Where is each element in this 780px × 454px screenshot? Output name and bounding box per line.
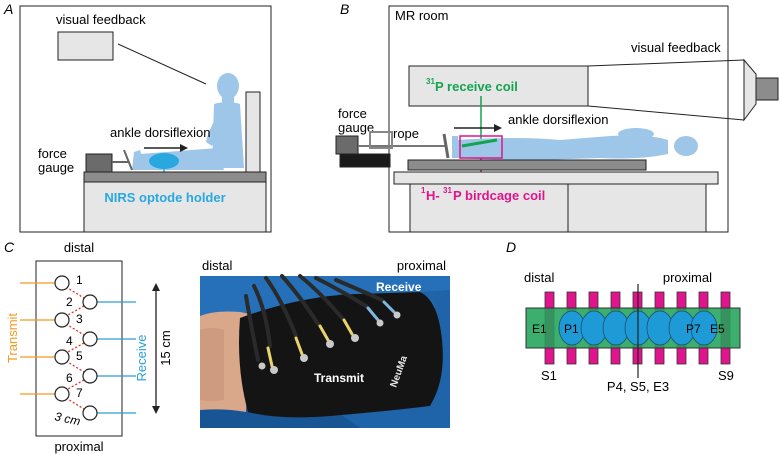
panel-c-transmit-optode <box>54 275 70 291</box>
panel-b-beam-bottom <box>587 105 745 121</box>
panel-d-p7-label: P7 <box>686 322 701 336</box>
panel-b-beam-top <box>587 59 745 67</box>
panel-a-gauge-label: gauge <box>38 160 74 175</box>
panel-c-photo-distal: distal <box>202 258 232 273</box>
panel-b-letter: B <box>340 1 349 17</box>
panel-c-photo <box>200 274 450 428</box>
panel-a-visual-feedback-label: visual feedback <box>56 12 146 27</box>
panel-c-channel-numbers: 1 2 3 4 5 6 7 <box>66 273 83 400</box>
panel-c-spacing-label: 3 cm <box>53 409 81 428</box>
panel-a-force-label: force <box>38 146 67 161</box>
panel-d-s1-label: S1 <box>541 368 557 383</box>
panel-b-receive-sup: 31 <box>426 77 435 86</box>
panel-c-holder <box>35 260 123 437</box>
panel-d-distal-label: distal <box>524 270 554 285</box>
panel-c-receive-optode <box>82 294 98 310</box>
panel-d: D distal proximal E1 P1 <box>506 239 741 394</box>
panel-a-table-base <box>83 181 267 233</box>
panel-a-ankle-label: ankle dorsiflexion <box>110 125 210 140</box>
panel-d-e5-label: E5 <box>710 322 725 336</box>
panel-a-screen <box>57 31 114 61</box>
panel-c: C distal proximal <box>4 239 450 454</box>
panel-b-visual-feedback-label: visual feedback <box>631 40 721 55</box>
panel-d-e1-label: E1 <box>532 322 547 336</box>
panel-d-oval <box>690 310 718 346</box>
panel-c-transmit-optode <box>54 386 70 402</box>
panel-b-receive-label: P receive coil <box>435 79 518 94</box>
panel-b-force-label: force <box>338 106 367 121</box>
panel-c-channel-number: 3 <box>76 312 83 326</box>
panel-c-transmit-lines <box>20 282 56 395</box>
panel-c-receive-optode <box>82 368 98 384</box>
panel-b-birdcage-sup1: 1 <box>421 186 426 195</box>
panel-b-bed-top <box>407 159 647 171</box>
panel-a-force-gauge <box>85 153 113 173</box>
panel-d-proximal-label: proximal <box>663 270 712 285</box>
panel-a-pedal <box>112 149 133 171</box>
panel-b-ankle-label: ankle dorsiflexion <box>508 112 608 127</box>
panel-b-projector-lens <box>743 58 757 122</box>
panel-b-force-gauge <box>335 135 359 155</box>
panel-b-scanner-right <box>567 183 707 233</box>
panel-b-projector <box>755 77 779 101</box>
panel-b-gauge-stand <box>339 153 391 168</box>
panel-c-length-label: 15 cm <box>158 330 173 365</box>
panel-c-receive-label: Receive <box>134 335 149 382</box>
panel-b-person <box>452 128 698 160</box>
panel-a-view-line <box>117 43 207 85</box>
panel-b-birdcage-sup2: 31 <box>443 186 452 195</box>
panel-c-channel-number: 7 <box>76 386 83 400</box>
panel-c-distal-label: distal <box>64 240 94 255</box>
panel-a-person <box>132 73 244 170</box>
panel-c-proximal-label: proximal <box>54 439 103 454</box>
panel-c-channel-number: 1 <box>76 273 83 287</box>
panel-c-channel-number: 4 <box>66 334 73 348</box>
panel-b-receive-coil <box>461 138 498 148</box>
panel-b-screen <box>408 65 589 107</box>
panel-c-transmit-optode <box>54 312 70 328</box>
panel-a: A visual feedback ankle dorsiflexion for… <box>3 1 272 233</box>
panel-c-photo-proximal: proximal <box>397 258 446 273</box>
panel-b: B MR room visual feedback 31 P receive c… <box>335 1 779 233</box>
panel-a-chair-back <box>245 91 261 175</box>
panel-c-channel-number: 6 <box>66 371 73 385</box>
panel-c-transmit-optode <box>54 349 70 365</box>
panel-b-pedal <box>442 133 450 159</box>
panel-b-birdcage-label: P birdcage coil <box>453 188 545 203</box>
panel-d-center-label: P4, S5, E3 <box>607 379 669 394</box>
panel-c-channel-lines <box>65 286 85 410</box>
panel-a-nirs-label: NIRS optode holder <box>104 190 225 205</box>
panel-d-s9-label: S9 <box>718 368 734 383</box>
panel-d-p1-label: P1 <box>564 322 579 336</box>
panel-b-bed-rail <box>393 171 719 185</box>
panel-c-receive-optode <box>82 405 98 421</box>
panel-c-receive-lines <box>96 301 136 414</box>
panel-c-photo-receive: Receive <box>376 280 422 294</box>
panel-b-gauge-label: gauge <box>338 120 374 135</box>
panel-b-birdcage-mid: H- <box>426 188 440 203</box>
panel-c-photo-transmit: Transmit <box>314 371 364 385</box>
panel-b-scanner-left <box>409 183 569 233</box>
panel-c-letter: C <box>4 239 15 255</box>
panel-c-channel-number: 2 <box>66 295 73 309</box>
panel-d-letter: D <box>506 239 516 255</box>
panel-c-channel-number: 5 <box>76 349 83 363</box>
panel-a-table-top <box>83 171 267 183</box>
panel-b-pulley <box>369 131 393 149</box>
panel-c-transmit-label: Transmit <box>5 313 20 363</box>
panel-b-mr-room-label: MR room <box>395 8 448 23</box>
panel-b-rope-label: rope <box>393 126 419 141</box>
panel-a-letter: A <box>3 1 13 17</box>
panel-c-optodes <box>54 275 98 421</box>
panel-a-nirs-holder <box>149 153 179 169</box>
panel-c-receive-optode <box>82 331 98 347</box>
